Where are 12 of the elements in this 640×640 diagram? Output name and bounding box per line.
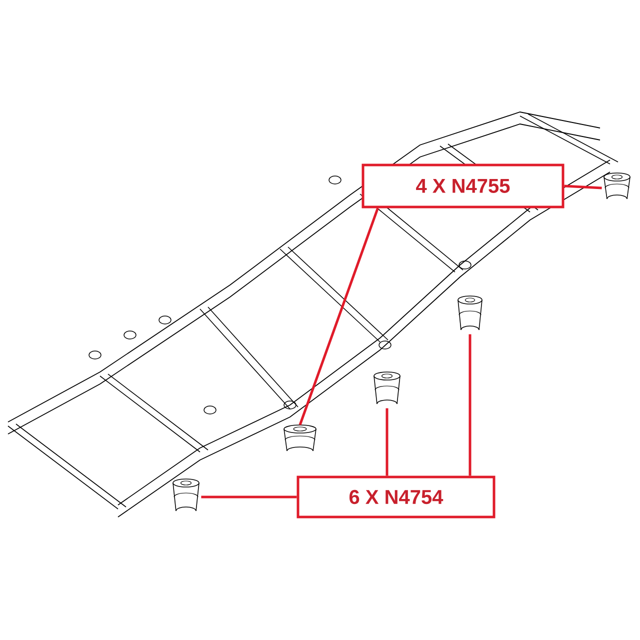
leader-line [201,496,297,498]
leader-line [298,208,379,426]
leader-line [468,334,472,476]
leader-line [386,408,388,476]
part-label-box: 6 X N4754 [296,476,496,518]
bushing-drawing [604,172,630,200]
bushing-drawing [458,296,482,330]
leader-line [564,184,602,190]
bushing-drawing [284,424,316,452]
bushing-drawing [374,372,400,404]
part-label-box: 4 X N4755 [362,164,564,208]
bushing-drawing [172,478,200,512]
